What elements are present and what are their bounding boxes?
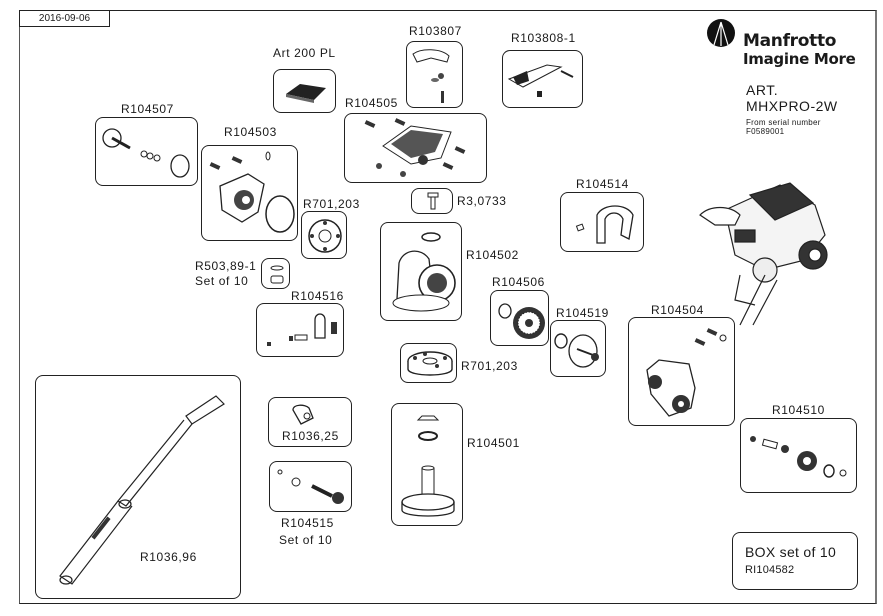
- part-label-r104515: R104515: [281, 516, 334, 530]
- article-block: ART. MHXPRO-2W: [746, 82, 838, 114]
- handle-icon: [59, 395, 225, 585]
- axle-with-discs-icon: [102, 128, 190, 178]
- part-note-r104515: Set of 10: [279, 533, 333, 547]
- part-label-r104502: R104502: [466, 248, 519, 262]
- part-label-r103807: R103807: [409, 24, 462, 38]
- part-label-r3-0733: R3,0733: [457, 194, 507, 208]
- box-set-code: RI104582: [745, 564, 795, 576]
- part-label-r701-203-upper: R701,203: [303, 197, 360, 211]
- assembled-head-illustration: [699, 182, 828, 326]
- part-label-r104516: R104516: [291, 289, 344, 303]
- part-box-r104501[interactable]: [391, 403, 463, 526]
- brand-block: Manfrotto Imagine More: [743, 32, 856, 68]
- lever-icon: [412, 49, 450, 103]
- top-housing-icon: [364, 118, 466, 177]
- part-label-r103808-1: R103808-1: [511, 31, 576, 45]
- part-label-r104510: R104510: [772, 403, 825, 417]
- part-box-r701-203-upper[interactable]: [301, 211, 347, 259]
- part-box-r103808-1[interactable]: [502, 50, 583, 108]
- handle-clamp-icon: [292, 404, 314, 425]
- part-box-r104514[interactable]: [560, 192, 644, 252]
- part-box-r104504[interactable]: [628, 317, 735, 426]
- part-label-r104501: R104501: [467, 436, 520, 450]
- part-box-r503-89-1[interactable]: [261, 258, 290, 289]
- side-housing-2-icon: [646, 328, 727, 417]
- pin-washer-icon: [277, 469, 344, 504]
- part-box-r104507[interactable]: [95, 117, 198, 186]
- parts-sheet-frame: [19, 10, 877, 604]
- tilt-knob-icon: [498, 303, 545, 339]
- serial-number: F0589001: [746, 127, 785, 136]
- part-label-r104505: R104505: [345, 96, 398, 110]
- part-box-r104502[interactable]: [380, 222, 462, 321]
- date-stamp: 2016-09-06: [19, 10, 110, 27]
- part-box-r701-203-lower[interactable]: [400, 343, 457, 383]
- part-label-r104506: R104506: [492, 275, 545, 289]
- part-label-r701-203-lower: R701,203: [461, 359, 518, 373]
- lock-knob-icon: [267, 313, 337, 346]
- part-box-r104519[interactable]: [550, 320, 606, 377]
- part-label-r104514: R104514: [576, 177, 629, 191]
- serial-block: From serial number F0589001: [746, 118, 821, 136]
- base-friction-disc-icon: [407, 351, 453, 376]
- side-housing-icon: [209, 151, 295, 233]
- part-box-r103807[interactable]: [406, 41, 463, 108]
- part-box-r104510[interactable]: [740, 418, 857, 493]
- article-prefix: ART.: [746, 82, 779, 98]
- part-note-r503-89-1: Set of 10: [195, 274, 249, 288]
- brand-tagline: Imagine More: [743, 50, 856, 68]
- brand-name: Manfrotto: [743, 31, 837, 51]
- knob-spring-icon: [750, 436, 847, 478]
- part-box-r104506[interactable]: [490, 290, 549, 346]
- article-model: MHXPRO-2W: [746, 98, 838, 114]
- part-label-r1036-96: R1036,96: [140, 550, 197, 564]
- part-box-r1036-96[interactable]: R1036,96: [35, 375, 241, 599]
- screw-icon: [427, 192, 439, 210]
- manfrotto-logo-icon: [707, 19, 735, 47]
- box-set-title: BOX set of 10: [745, 544, 837, 560]
- part-box-art-200-pl[interactable]: [273, 69, 336, 113]
- part-box-r1036-25[interactable]: R1036,25: [268, 397, 352, 447]
- part-label-r104503: R104503: [224, 125, 277, 139]
- serial-label: From serial number: [746, 118, 821, 127]
- part-label-r104504: R104504: [651, 303, 704, 317]
- part-label-r104519: R104519: [556, 306, 609, 320]
- base-shaft-icon: [401, 415, 455, 517]
- rubber-cover-icon: [575, 205, 634, 244]
- bushing-ring-icon: [270, 265, 284, 284]
- friction-disc-icon: [308, 219, 342, 253]
- part-box-r104516[interactable]: [256, 303, 344, 357]
- part-label-r1036-25: R1036,25: [282, 429, 339, 443]
- oring-pin-icon: [554, 333, 599, 368]
- part-box-r3-0733[interactable]: [411, 188, 453, 214]
- pan-housing-icon: [392, 232, 456, 312]
- part-label-r104507: R104507: [121, 102, 174, 116]
- part-label-art-200-pl: Art 200 PL: [273, 46, 336, 60]
- part-box-r104505[interactable]: [344, 113, 487, 183]
- part-box-r104515[interactable]: [269, 461, 352, 512]
- box-set-panel[interactable]: BOX set of 10 RI104582: [732, 532, 858, 590]
- quick-release-plate-icon: [286, 84, 326, 103]
- plate-clamp-icon: [507, 64, 574, 97]
- part-label-r503-89-1: R503,89-1: [195, 259, 257, 273]
- part-box-r104503[interactable]: [201, 145, 298, 241]
